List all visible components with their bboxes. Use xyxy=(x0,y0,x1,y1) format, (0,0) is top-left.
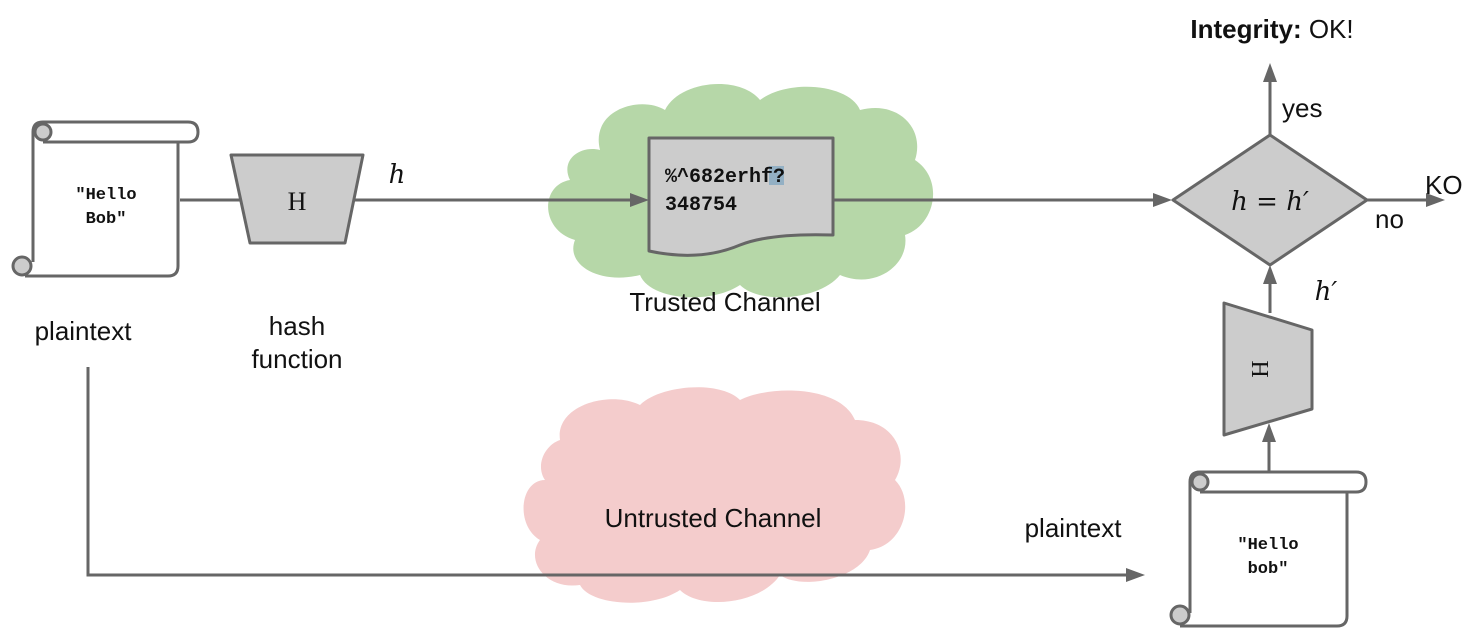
receiver-hash-function: H xyxy=(1222,301,1314,437)
scroll-curl-bottom-icon xyxy=(11,255,33,277)
integrity-result: Integrity: OK! xyxy=(1190,14,1353,44)
receiver-text-line1: "Hello xyxy=(1237,536,1298,555)
transport-plaintext-label: plaintext xyxy=(1025,513,1123,543)
sender-text-line1: "Hello xyxy=(75,186,136,205)
yes-label: yes xyxy=(1282,93,1322,123)
hash-output-label: h xyxy=(389,160,406,190)
decision-diamond: h = h′ xyxy=(1171,133,1369,267)
digest-line2: 348754 xyxy=(665,194,737,217)
sender-hash-function: H xyxy=(229,153,365,245)
sender-text-line2: Bob" xyxy=(86,210,127,229)
arrow-untrusted-path xyxy=(86,367,1128,577)
hash-label-line2: function xyxy=(251,344,342,374)
hash-symbol: H xyxy=(288,187,307,216)
untrusted-channel-cloud xyxy=(523,387,906,603)
arrowhead-yes xyxy=(1263,63,1277,82)
scroll-curl-top-icon xyxy=(33,122,53,142)
ko-label: KO xyxy=(1425,170,1463,200)
receiver-text-line2: bob" xyxy=(1248,560,1289,579)
hash-label-line1: hash xyxy=(269,311,325,341)
digest-document: %^682erhf? 348754 xyxy=(647,136,835,257)
receiver-plaintext-scroll: "Hello bob" xyxy=(1169,470,1368,628)
trusted-channel-label: Trusted Channel xyxy=(629,287,820,317)
text-highlight xyxy=(769,166,784,185)
arrowhead-to-decision xyxy=(1153,193,1172,207)
untrusted-channel-label: Untrusted Channel xyxy=(605,503,822,533)
arrowhead-no xyxy=(1426,193,1445,207)
digest-line1: %^682erhf? xyxy=(665,166,785,189)
connector-lines xyxy=(86,63,1445,582)
scroll2-curl-top-icon xyxy=(1190,472,1210,492)
decision-condition: h = h′ xyxy=(1231,187,1309,217)
hash2-symbol: H xyxy=(1246,360,1272,377)
arrowhead-hprime xyxy=(1263,265,1277,284)
arrowhead-to-digest xyxy=(630,193,649,207)
sender-plaintext-label: plaintext xyxy=(35,316,133,346)
arrowhead-untrusted xyxy=(1126,568,1145,582)
scroll2-curl-bottom-icon xyxy=(1169,604,1191,626)
arrowhead-hash2 xyxy=(1262,423,1276,442)
hprime-label: h′ xyxy=(1315,277,1338,307)
no-label: no xyxy=(1375,204,1404,234)
sender-plaintext-scroll: "Hello Bob" xyxy=(11,120,200,278)
